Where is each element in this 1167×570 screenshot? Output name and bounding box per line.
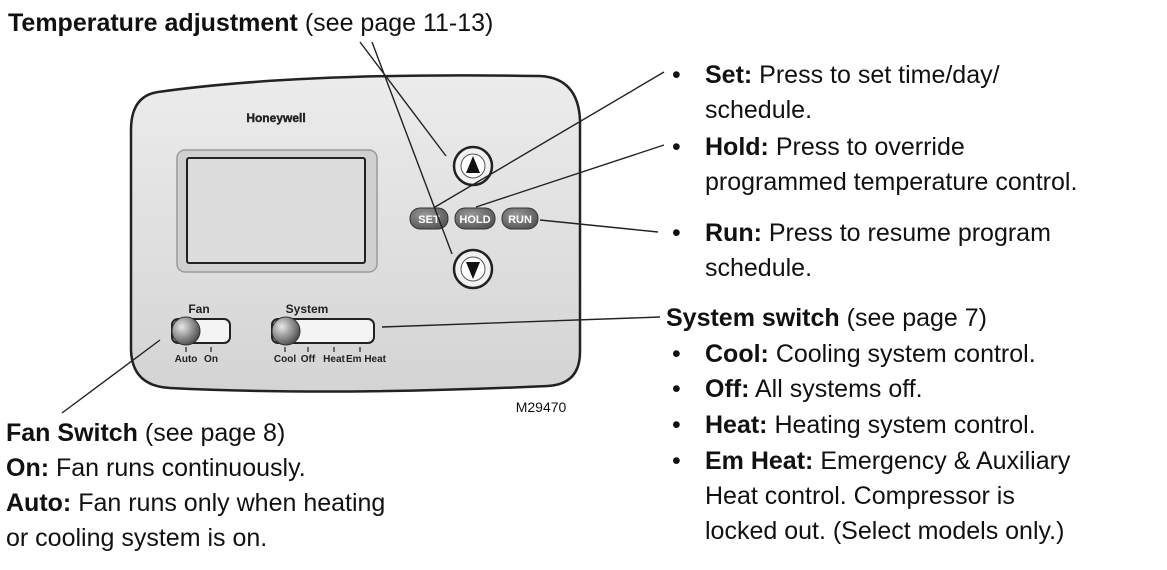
fan-auto-label: Auto: [6, 489, 72, 517]
run-description-line1: Run: Press to resume program [705, 216, 1051, 250]
fan-auto-text: Fan runs only when heating [71, 489, 386, 517]
fan-on-text: Fan runs continuously. [49, 454, 306, 482]
fan-switch[interactable] [171, 316, 231, 346]
fan-auto-description-line2: or cooling system is on. [6, 524, 268, 552]
set-description-line1: Set: Press to set time/day/ [705, 58, 1000, 92]
svg-text:HOLD: HOLD [459, 214, 490, 226]
down-arrow-button[interactable] [452, 248, 494, 290]
system-switch-label: System [286, 302, 329, 316]
bullet: • [672, 61, 681, 89]
fan-switch-heading: Fan Switch (see page 8) [6, 416, 285, 450]
hold-description-line1: Hold: Press to override [705, 130, 965, 164]
up-arrow-button[interactable] [452, 145, 494, 187]
fan-pos-auto: Auto [175, 354, 198, 365]
bullet: • [672, 133, 681, 161]
temperature-adjustment-ref: (see page 11-13) [297, 9, 494, 37]
fan-switch-title: Fan Switch [6, 419, 138, 447]
system-switch-title: System switch [666, 304, 840, 332]
hold-label: Hold: [705, 133, 769, 161]
hold-button[interactable]: HOLD [454, 207, 496, 230]
cool-description: Cool: Cooling system control. [705, 337, 1036, 371]
em-heat-label: Em Heat: [705, 447, 814, 475]
temperature-adjustment-title: Temperature adjustment [8, 9, 298, 37]
fan-auto-description-line1: Auto: Fan runs only when heating [6, 486, 385, 520]
off-label: Off: [705, 375, 750, 403]
bullet: • [672, 219, 681, 247]
bullet: • [672, 340, 681, 368]
em-heat-description-line2: Heat control. Compressor is [705, 482, 1015, 510]
run-description-line2: schedule. [705, 254, 813, 282]
hold-text: Press to override [768, 133, 965, 161]
set-text: Press to set time/day/ [752, 61, 1000, 89]
run-label: Run: [705, 219, 762, 247]
cool-label: Cool: [705, 340, 769, 368]
model-number: M29470 [516, 399, 567, 415]
em-heat-text: Emergency & Auxiliary [813, 447, 1071, 475]
fan-switch-label: Fan [188, 302, 209, 316]
system-switch[interactable] [271, 316, 375, 346]
system-pos-heat: Heat [323, 354, 345, 365]
svg-text:RUN: RUN [508, 214, 532, 226]
callout-lines [61, 41, 665, 414]
brand-logo: Honeywell [246, 111, 305, 125]
bullet: • [672, 411, 681, 439]
fan-switch-knob [171, 316, 201, 346]
system-switch-knob [271, 316, 301, 346]
bullet: • [672, 375, 681, 403]
off-description: Off: All systems off. [705, 372, 923, 406]
set-description-line2: schedule. [705, 96, 813, 124]
system-pos-off: Off [301, 354, 316, 365]
system-switch-ref: (see page 7) [839, 304, 988, 332]
cool-text: Cooling system control. [768, 340, 1036, 368]
hold-description-line2: programmed temperature control. [705, 168, 1078, 196]
system-switch-heading: System switch (see page 7) [666, 301, 987, 335]
off-text: All systems off. [749, 375, 923, 403]
run-text: Press to resume program [761, 219, 1051, 247]
heat-text: Heating system control. [767, 411, 1036, 439]
triangle-down-icon [466, 262, 480, 279]
fan-on-label: On: [6, 454, 50, 482]
fan-pos-on: On [204, 354, 218, 365]
svg-text:SET: SET [418, 214, 440, 226]
fan-switch-ref: (see page 8) [137, 419, 286, 447]
display-screen [186, 157, 366, 264]
heat-label: Heat: [705, 411, 768, 439]
bullet: • [672, 447, 681, 475]
set-button[interactable]: SET [409, 207, 449, 230]
system-pos-em-heat: Em Heat [346, 354, 387, 365]
temperature-adjustment-heading: Temperature adjustment (see page 11-13) [8, 6, 493, 40]
run-button[interactable]: RUN [501, 207, 539, 230]
em-heat-description-line3: locked out. (Select models only.) [705, 517, 1065, 545]
fan-on-description: On: Fan runs continuously. [6, 451, 306, 485]
em-heat-description-line1: Em Heat: Emergency & Auxiliary [705, 444, 1070, 478]
set-label: Set: [705, 61, 753, 89]
heat-description: Heat: Heating system control. [705, 408, 1036, 442]
triangle-up-icon [466, 156, 480, 173]
system-pos-cool: Cool [274, 354, 296, 365]
